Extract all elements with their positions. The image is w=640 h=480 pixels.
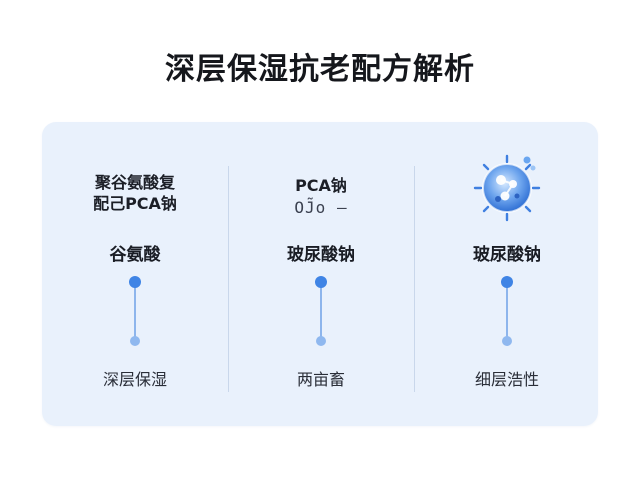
connector-line: [506, 282, 508, 342]
column-divider: [228, 166, 229, 392]
benefit-label: 两亩畜: [296, 370, 345, 389]
connector-dot-bottom: [502, 336, 512, 346]
ingredient-label: 玻尿酸钠: [473, 245, 541, 265]
molecule-sphere-icon: [469, 150, 545, 226]
column-header: PCA钠: [295, 176, 347, 195]
ingredient-column-2: PCA钠 OJ̃o – 玻尿酸钠 两亩畜: [228, 122, 414, 426]
ingredient-column-1: 聚谷氨酸复 配己PCA钠 谷氨酸 深层保湿: [42, 122, 228, 426]
molecule-glyph: OJ̃o –: [294, 198, 348, 217]
connector-dot-top: [315, 276, 327, 288]
ingredient-card: 聚谷氨酸复 配己PCA钠 谷氨酸 深层保湿 PCA钠 OJ̃o – 玻尿酸钠 两…: [42, 122, 598, 426]
connector-line: [134, 282, 136, 342]
ingredient-label: 玻尿酸钠: [287, 245, 355, 265]
benefit-label: 细层浩性: [474, 370, 539, 389]
benefit-label: 深层保湿: [102, 370, 167, 389]
ingredient-column-3: 玻尿酸钠 细层浩性: [414, 122, 600, 426]
column-header-line-1: 聚谷氨酸复: [94, 173, 175, 192]
ingredient-label: 谷氨酸: [109, 245, 161, 265]
column-divider: [414, 166, 415, 392]
connector-dot-top: [129, 276, 141, 288]
connector-line: [320, 282, 322, 342]
page-title: 深层保湿抗老配方解析: [165, 52, 475, 87]
column-header-line-2: 配己PCA钠: [93, 194, 177, 213]
connector-dot-bottom: [316, 336, 326, 346]
connector-dot-bottom: [130, 336, 140, 346]
column-header: 聚谷氨酸复 配己PCA钠: [42, 172, 228, 214]
connector-dot-top: [501, 276, 513, 288]
